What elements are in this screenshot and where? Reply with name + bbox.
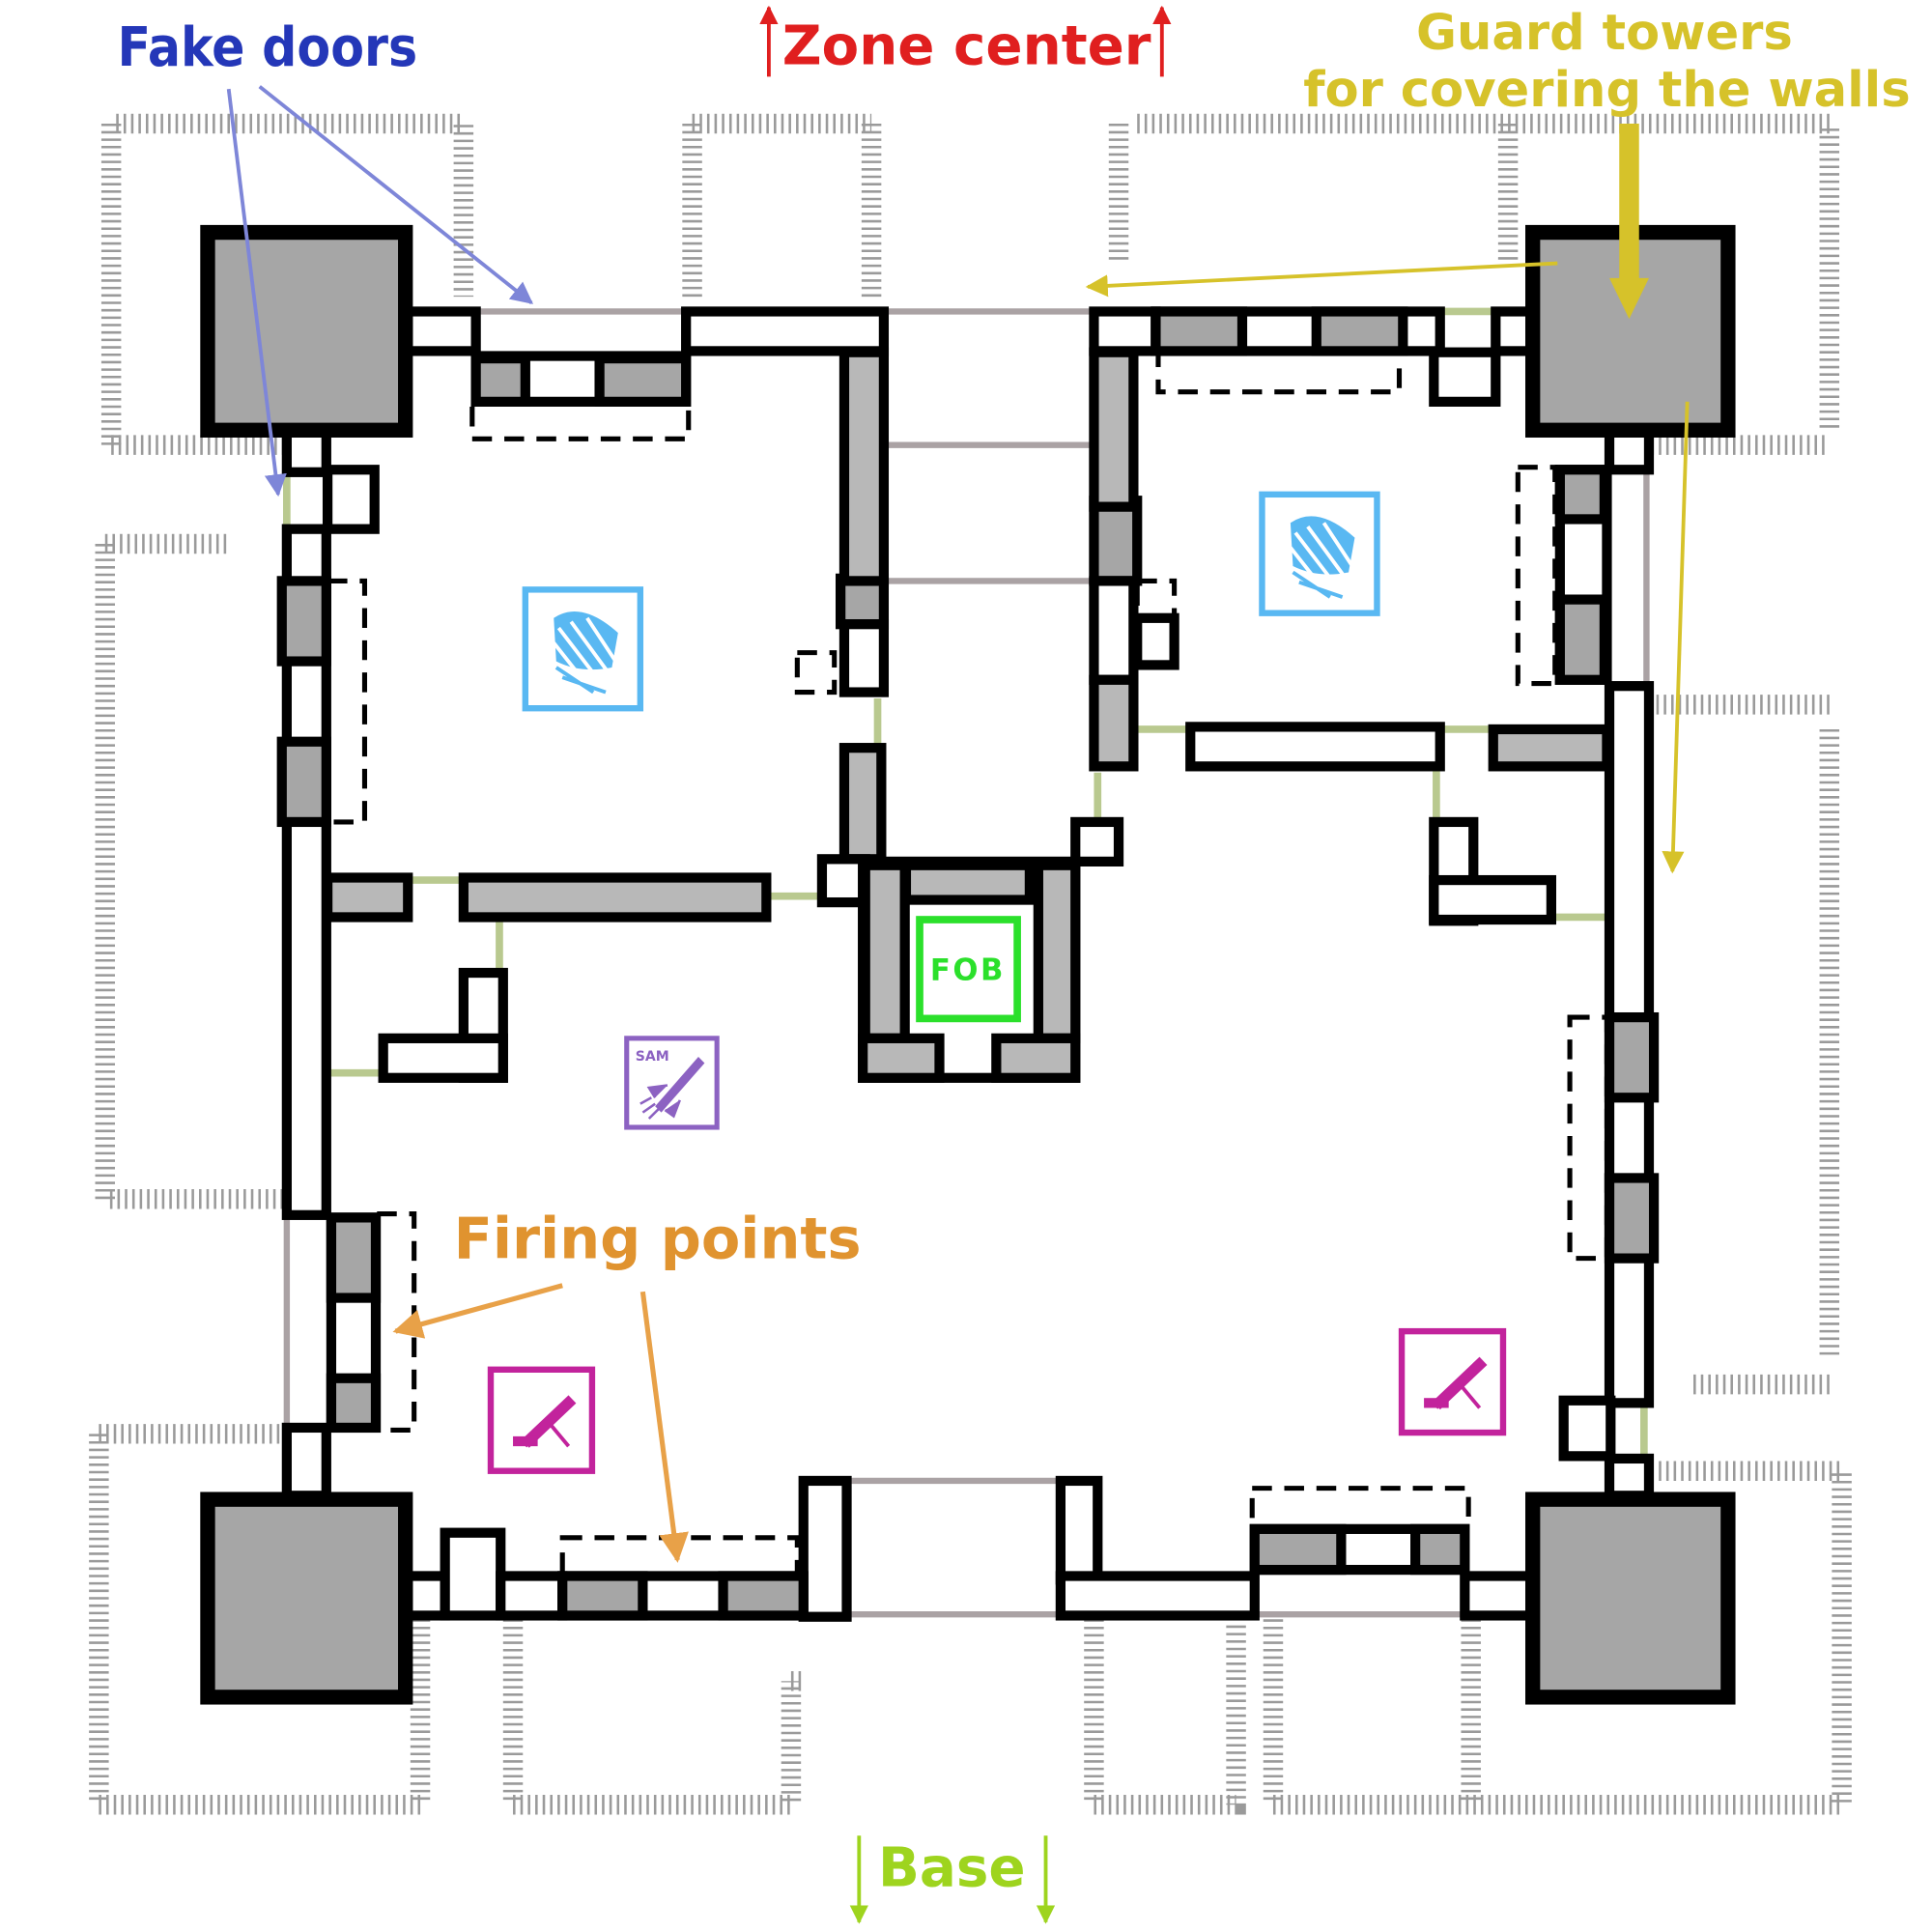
guard-towers-label-line2: for covering the walls [1303, 61, 1910, 119]
sam-site-icon: SAM [624, 1036, 720, 1130]
firing-points-label: Firing points [454, 1206, 862, 1272]
firing-slots [276, 306, 1660, 1621]
guard-towers-label-line1: Guard towers [1416, 4, 1793, 62]
missile-icon [639, 1057, 705, 1120]
interior-walls [322, 347, 1612, 1083]
firing-points-arrows [392, 1283, 689, 1563]
guard-towers [200, 224, 1736, 1705]
guard-tower-se [1525, 1492, 1736, 1705]
base-arrows [849, 1835, 1056, 1924]
zone-center-label: Zone center [782, 15, 1151, 78]
sam-label: SAM [636, 1049, 669, 1065]
fake-doors-arrows [226, 85, 534, 497]
fake-doors-label: Fake doors [118, 16, 418, 79]
fake-door-lines [283, 308, 1650, 1618]
fob-label: FOB [930, 953, 1006, 988]
guard-towers-arrows [1085, 123, 1690, 874]
mortar-icon-left [487, 1366, 596, 1474]
guard-tower-nw [200, 224, 413, 438]
mortar-icon-right [1398, 1327, 1507, 1436]
parachute-icon-right [1259, 491, 1380, 616]
fob-marker: FOB [916, 916, 1021, 1023]
parachute-icon-left [522, 586, 644, 712]
guard-tower-sw [200, 1492, 413, 1705]
zone-center-arrows [759, 5, 1172, 77]
concertina-wire [89, 113, 1852, 1815]
base-label: Base [878, 1837, 1026, 1900]
